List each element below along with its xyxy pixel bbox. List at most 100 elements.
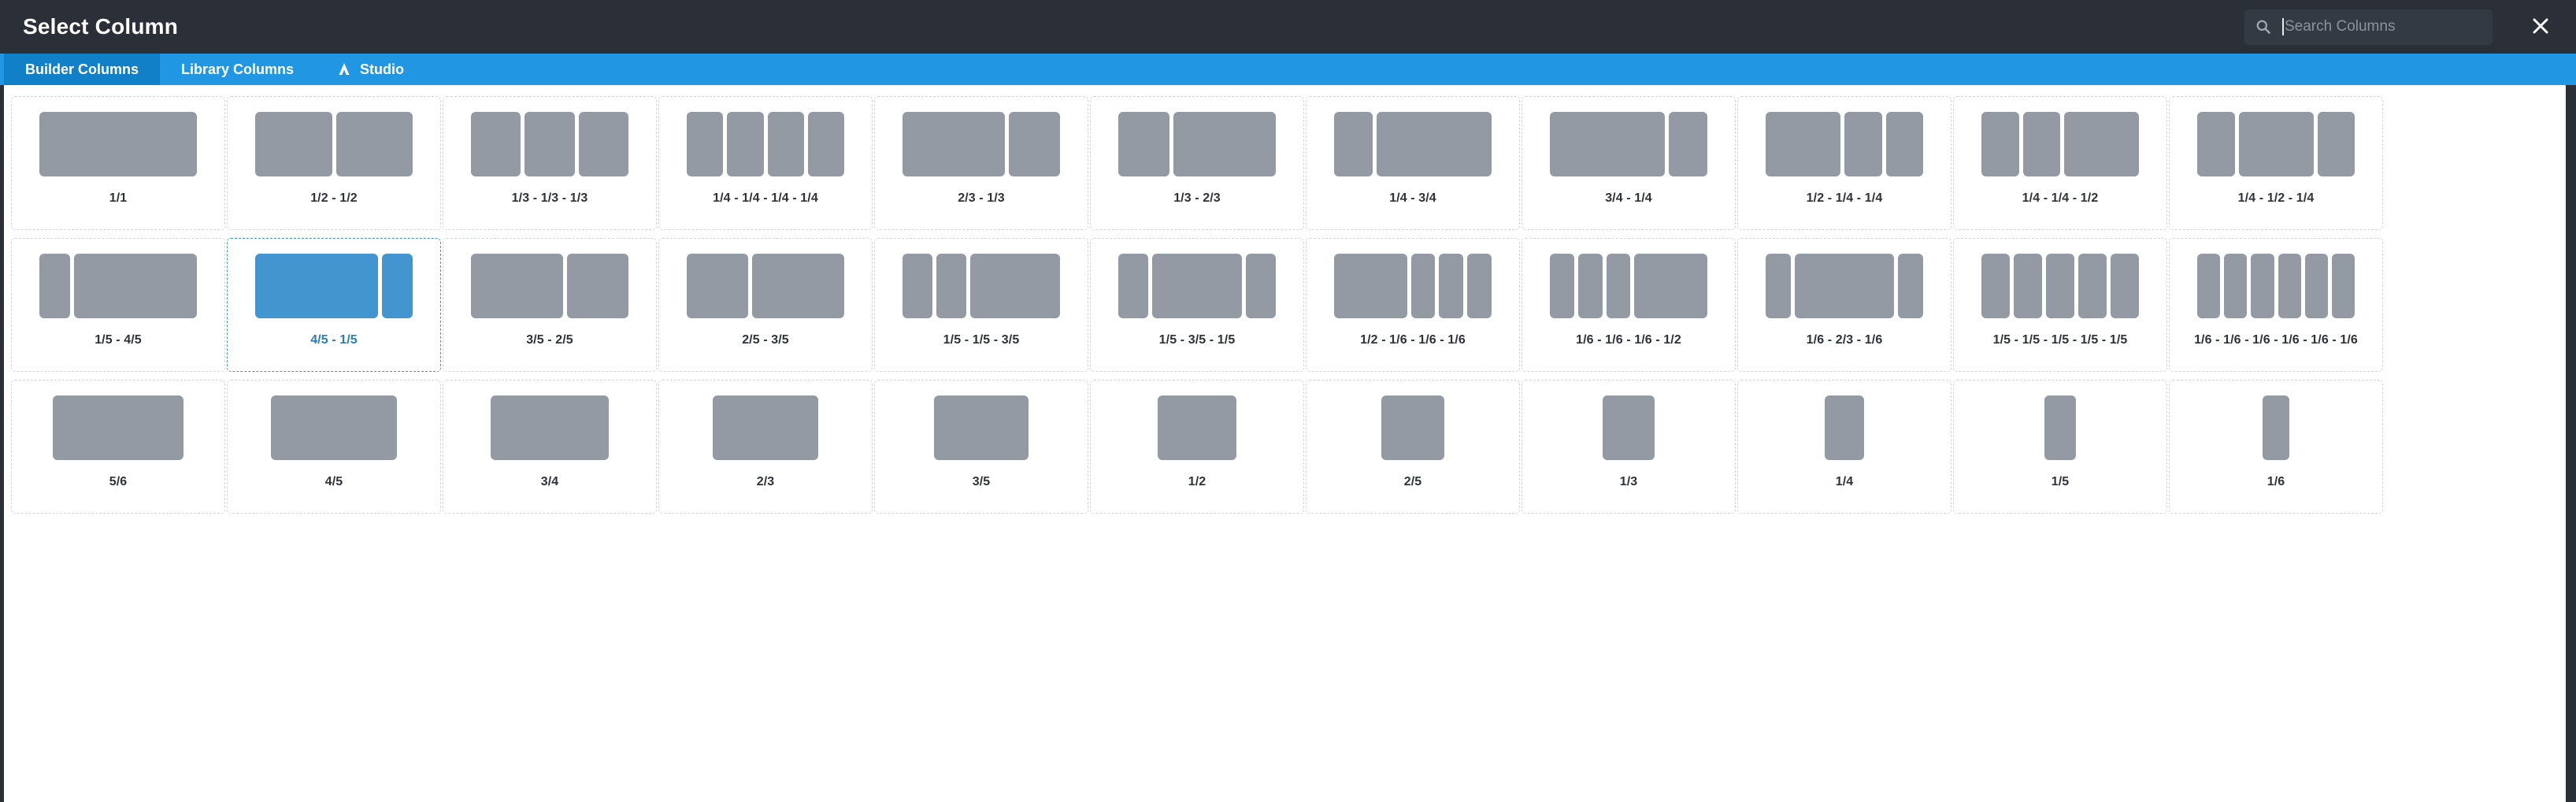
column-layout-card[interactable]: 1/4 [1737,380,1951,514]
column-block [2014,254,2042,318]
column-layout-card[interactable]: 1/5 [1953,380,2167,514]
column-block [39,112,197,176]
column-block [335,112,413,176]
column-preview [903,395,1060,460]
column-block [2078,254,2107,318]
column-layout-card[interactable]: 4/5 - 1/5 [227,238,441,372]
column-layout-card[interactable]: 3/5 [874,380,1088,514]
column-label: 3/5 [972,475,991,488]
column-label: 1/6 - 1/6 - 1/6 - 1/2 [1576,333,1681,347]
column-label: 1/2 - 1/2 [310,191,358,205]
column-label: 1/6 - 2/3 - 1/6 [1806,333,1883,347]
column-layout-card[interactable]: 3/5 - 2/5 [443,238,657,372]
column-block [2224,254,2248,318]
tab-library-columns[interactable]: Library Columns [160,54,315,85]
column-block [752,254,844,318]
column-block [1602,395,1655,460]
column-layout-card[interactable]: 1/3 - 1/3 - 1/3 [443,96,657,230]
column-preview [1118,395,1276,460]
column-block [1606,254,1631,318]
column-layout-card[interactable]: 2/3 [658,380,873,514]
tab-bar: Builder Columns Library Columns Studio [0,54,2576,85]
column-layout-card[interactable]: 1/3 [1522,380,1736,514]
column-block [1885,112,1923,176]
column-block [2238,112,2314,176]
column-layout-card[interactable]: 3/4 - 1/4 [1522,96,1736,230]
column-layout-card[interactable]: 1/2 [1090,380,1304,514]
column-label: 1/5 [2051,475,2070,488]
column-label: 1/6 - 1/6 - 1/6 - 1/6 - 1/6 - 1/6 [2194,333,2358,347]
column-layout-card[interactable]: 1/4 - 3/4 [1306,96,1520,230]
column-block [1825,395,1864,460]
column-preview [39,112,197,176]
column-layout-card[interactable]: 3/4 [443,380,657,514]
column-block [1981,112,2019,176]
column-layout-card[interactable]: 1/4 - 1/2 - 1/4 [2169,96,2383,230]
column-layout-card[interactable]: 1/5 - 1/5 - 1/5 - 1/5 - 1/5 [1953,238,2167,372]
column-block [2331,254,2355,318]
column-block [39,254,70,318]
column-block [255,112,332,176]
column-block [2317,112,2355,176]
column-preview [1334,112,1492,176]
column-layout-card[interactable]: 4/5 [227,380,441,514]
column-layout-card[interactable]: 1/5 - 4/5 [11,238,225,372]
column-block [1634,254,1707,318]
column-layout-card[interactable]: 1/6 - 2/3 - 1/6 [1737,238,1951,372]
column-preview [1766,395,1923,460]
column-block [1381,395,1444,460]
search-icon [2255,19,2271,35]
column-preview [39,395,197,460]
column-layout-card[interactable]: 1/6 - 1/6 - 1/6 - 1/2 [1522,238,1736,372]
column-block [1439,254,1464,318]
column-layout-card[interactable]: 1/6 [2169,380,2383,514]
column-label: 1/4 - 1/2 - 1/4 [2237,191,2315,205]
column-preview [1766,254,1923,318]
column-layout-card[interactable]: 1/1 [11,96,225,230]
column-block [471,112,521,176]
column-preview [471,395,628,460]
column-layout-card[interactable]: 1/5 - 3/5 - 1/5 [1090,238,1304,372]
column-block [74,254,197,318]
close-icon [2531,17,2550,38]
column-preview [687,112,844,176]
column-label: 1/3 - 1/3 - 1/3 [511,191,588,205]
column-block [52,395,184,460]
column-label: 2/3 - 1/3 [958,191,1005,205]
column-layout-card[interactable]: 1/2 - 1/6 - 1/6 - 1/6 [1306,238,1520,372]
column-layout-card[interactable]: 1/4 - 1/4 - 1/2 [1953,96,2167,230]
column-preview [1550,254,1707,318]
column-label: 1/4 - 1/4 - 1/4 - 1/4 [713,191,818,205]
column-label: 1/2 - 1/4 - 1/4 [1806,191,1883,205]
column-label: 1/5 - 3/5 - 1/5 [1158,333,1236,347]
column-layout-card[interactable]: 2/5 [1306,380,1520,514]
column-preview [2197,395,2355,460]
tab-label: Builder Columns [25,61,139,77]
column-label: 1/5 - 1/5 - 1/5 - 1/5 - 1/5 [1992,333,2128,347]
column-label: 3/5 - 2/5 [526,333,573,347]
column-block [1766,254,1791,318]
column-label: 2/5 - 3/5 [742,333,789,347]
close-button[interactable] [2522,9,2559,45]
column-block [2046,254,2074,318]
column-layout-card[interactable]: 1/5 - 1/5 - 3/5 [874,238,1088,372]
column-layout-card[interactable]: 1/6 - 1/6 - 1/6 - 1/6 - 1/6 - 1/6 [2169,238,2383,372]
tab-studio[interactable]: Studio [315,54,425,85]
column-block [1009,112,1060,176]
column-block [1577,254,1603,318]
column-layout-card[interactable]: 2/3 - 1/3 [874,96,1088,230]
column-block [934,395,1029,460]
search-input[interactable] [2285,9,2483,45]
column-layout-card[interactable]: 1/2 - 1/4 - 1/4 [1737,96,1951,230]
column-layout-card[interactable]: 1/3 - 2/3 [1090,96,1304,230]
column-layout-card[interactable]: 1/2 - 1/2 [227,96,441,230]
column-layout-card[interactable]: 2/5 - 3/5 [658,238,873,372]
column-block [1334,112,1373,176]
column-label: 1/2 - 1/6 - 1/6 - 1/6 [1360,333,1466,347]
column-layout-card[interactable]: 1/4 - 1/4 - 1/4 - 1/4 [658,96,873,230]
tab-builder-columns[interactable]: Builder Columns [4,54,161,85]
search-box[interactable] [2244,9,2493,45]
column-label: 1/4 [1835,475,1854,488]
column-preview [2197,254,2355,318]
column-layout-card[interactable]: 5/6 [11,380,225,514]
